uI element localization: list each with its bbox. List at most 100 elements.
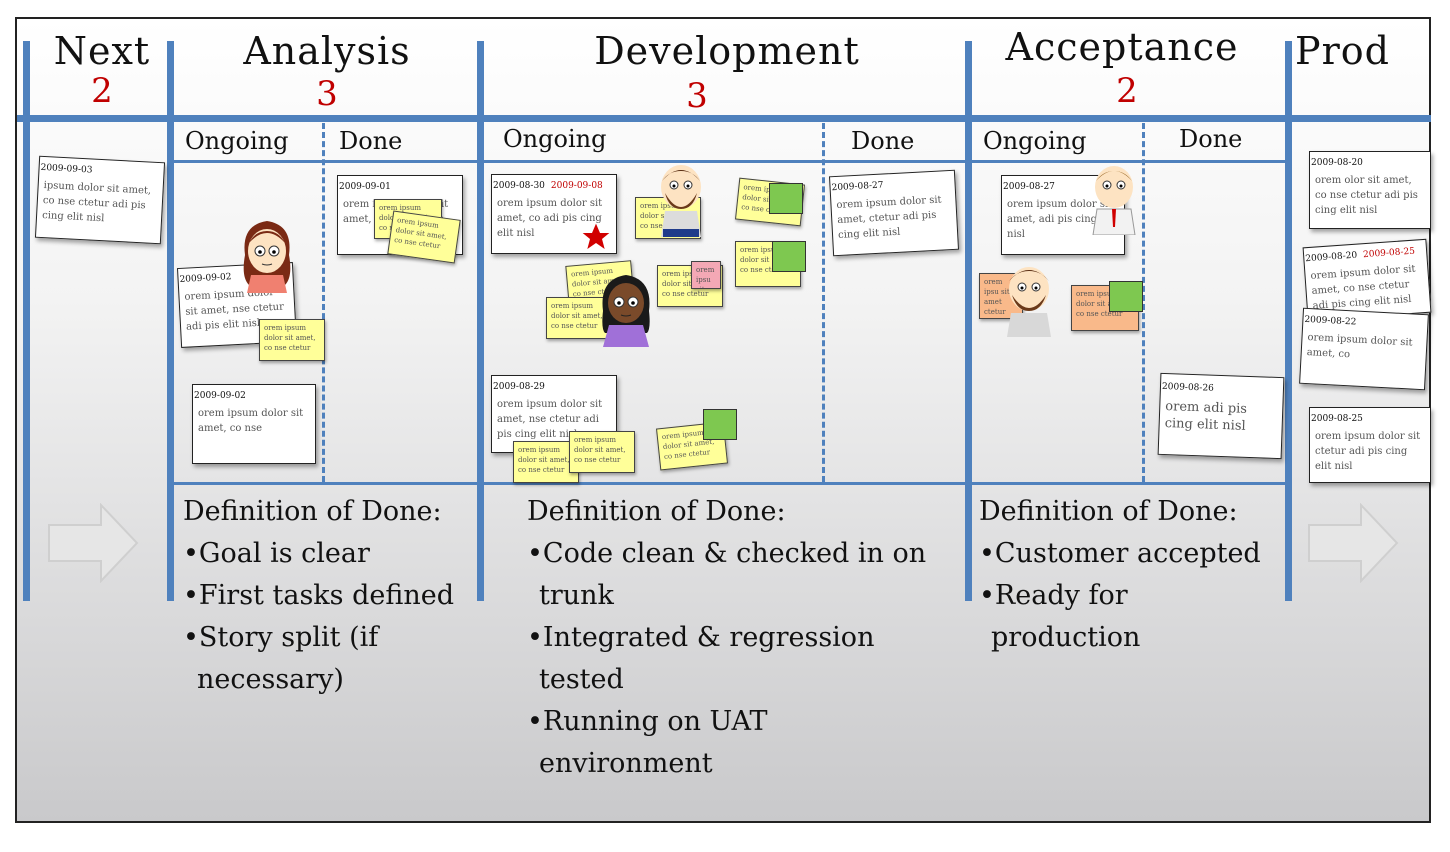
card-text: orem ipsum dolor sit amet, co nse <box>198 408 304 434</box>
dod-title: Definition of Done: <box>979 496 1238 527</box>
team-member-avatar <box>602 275 650 347</box>
dod-line-acc <box>971 482 1285 485</box>
story-card[interactable]: 2009-08-26 orem adi pis cing elit nisl <box>1157 372 1285 460</box>
dod-item: trunk <box>539 580 614 611</box>
wip-limit-analysis: 3 <box>316 74 338 114</box>
card-text: orem adi pis cing elit nisl <box>1164 399 1248 434</box>
dod-line-dev <box>483 482 965 485</box>
wip-limit-next: 2 <box>91 71 113 111</box>
arrow-right-icon <box>1308 503 1399 583</box>
story-card[interactable]: 2009-09-03 ipsum dolor sit amet, co nse … <box>34 155 166 245</box>
dod-item: •Running on UAT <box>527 706 768 737</box>
done-marker <box>772 241 806 272</box>
team-member-avatar <box>1092 166 1136 235</box>
card-text: orem ipsum dolor sit amet, nse ctetur ad… <box>497 399 603 440</box>
dod-item: production <box>991 622 1141 653</box>
card-date: 2009-08-25 <box>1311 414 1363 424</box>
card-text: orem ipsum dolor sit amet, co nse ctetur… <box>1310 263 1416 312</box>
card-text: orem ipsum dolor sit amet, co adi pis ci… <box>497 198 603 239</box>
task-note[interactable]: orem ipsum dolor sit amet, co nse ctetur <box>259 319 325 361</box>
dod-item: environment <box>539 748 713 779</box>
done-marker <box>703 409 737 440</box>
divider-dev-acc <box>965 41 972 601</box>
subcolumn-dev-done: Done <box>851 127 915 155</box>
team-member-avatar <box>243 221 291 293</box>
arrow-right-icon <box>48 503 139 583</box>
wip-limit-acceptance: 2 <box>1116 71 1138 111</box>
card-date: 2009-08-20 <box>1305 250 1358 265</box>
wip-limit-development: 3 <box>686 76 708 116</box>
task-note[interactable]: orem ipsum dolor sit amet, co nse ctetur <box>569 431 635 473</box>
story-card[interactable]: 2009-08-30 2009-09-08 orem ipsum dolor si… <box>491 174 617 254</box>
card-text: orem olor sit amet, co nse ctetur adi pi… <box>1315 175 1418 216</box>
task-note[interactable]: orem ipsu sit amet ctetur <box>691 261 721 289</box>
dod-item: tested <box>539 664 624 695</box>
dash-analysis <box>322 123 325 482</box>
subcolumn-dev-ongoing: Ongoing <box>503 125 607 153</box>
card-date: 2009-09-01 <box>339 182 391 192</box>
card-text: orem ipsum dolor sit amet, ctetur adi pi… <box>836 194 942 241</box>
definition-of-done-analysis: Definition of Done: •Goal is clear •Firs… <box>183 491 483 701</box>
story-card[interactable]: 2009-08-25 orem ipsum dolor sit ctetur a… <box>1309 407 1431 483</box>
card-date: 2009-08-27 <box>1003 182 1055 192</box>
card-text: orem ipsum dolor sit ctetur adi pis cing… <box>1315 431 1421 472</box>
dash-acc <box>1142 123 1145 482</box>
card-date: 2009-08-29 <box>493 382 545 392</box>
subheader-line-dev <box>483 160 965 163</box>
dod-item: •Ready for <box>979 580 1128 611</box>
card-date: 2009-09-02 <box>194 391 246 401</box>
dod-item: •Customer accepted <box>979 538 1261 569</box>
divider-acc-prod <box>1285 41 1292 601</box>
dod-item: •Integrated & regression <box>527 622 875 653</box>
subcolumn-analysis-ongoing: Ongoing <box>185 127 289 155</box>
card-due-date: 2009-09-08 <box>550 181 603 191</box>
card-date: 2009-09-03 <box>40 162 93 176</box>
column-title-acceptance: Acceptance <box>1005 25 1239 69</box>
dod-item: •Story split (if <box>183 622 379 653</box>
dod-item: •Code clean & checked in on <box>527 538 927 569</box>
dod-item: •Goal is clear <box>183 538 370 569</box>
subcolumn-acc-ongoing: Ongoing <box>983 127 1087 155</box>
column-title-analysis: Analysis <box>243 29 411 73</box>
definition-of-done-development: Definition of Done: •Code clean & checke… <box>527 491 957 785</box>
subheader-line-acc <box>971 160 1285 163</box>
story-card[interactable]: 2009-08-20 orem olor sit amet, co nse ct… <box>1309 151 1431 229</box>
dod-title: Definition of Done: <box>527 496 786 527</box>
divider-left <box>23 41 30 601</box>
subcolumn-acc-done: Done <box>1179 125 1243 153</box>
done-marker <box>1109 281 1143 312</box>
dash-dev <box>822 123 825 482</box>
team-member-avatar <box>661 165 701 237</box>
team-member-avatar <box>1007 267 1051 337</box>
column-title-prod: Prod <box>1295 29 1390 73</box>
card-date: 2009-08-22 <box>1304 314 1357 328</box>
card-text: orem ipsum dolor sit amet, adi pis cing … <box>1007 199 1117 240</box>
definition-of-done-acceptance: Definition of Done: •Customer accepted •… <box>979 491 1279 659</box>
card-date: 2009-08-27 <box>831 180 884 194</box>
done-marker <box>769 183 803 214</box>
story-card[interactable]: 2009-08-27 orem ipsum dolor sit amet, ct… <box>828 169 960 257</box>
star-icon <box>582 223 610 249</box>
story-card[interactable]: 2009-08-22 orem ipsum dolor sit amet, co <box>1299 307 1429 391</box>
card-date: 2009-08-26 <box>1161 381 1215 394</box>
card-text: ipsum dolor sit amet, co nse ctetur adi … <box>41 180 152 225</box>
task-note[interactable]: orem ipsum dolor sit amet, co nse ctetur <box>387 210 461 264</box>
header-line <box>17 115 1431 122</box>
divider-analysis-dev <box>477 41 484 601</box>
divider-next-analysis <box>167 41 174 601</box>
subcolumn-analysis-done: Done <box>339 127 403 155</box>
column-title-development: Development <box>594 29 860 73</box>
kanban-board: Next 2 Analysis 3 Development 3 Acceptan… <box>15 17 1432 823</box>
card-date: 2009-08-20 <box>1311 158 1363 168</box>
task-note[interactable]: orem ipsum dolor sit amet, co nse ctetur <box>546 297 612 339</box>
story-card[interactable]: 2009-09-02 orem ipsum dolor sit amet, co… <box>192 384 316 464</box>
card-text: orem ipsum dolor sit amet, co <box>1306 332 1413 361</box>
dod-item: necessary) <box>197 664 344 695</box>
task-note[interactable]: orem ipsum dolor sit amet, co nse ctetur <box>513 441 579 483</box>
dod-title: Definition of Done: <box>183 496 442 527</box>
column-title-next: Next <box>53 29 151 73</box>
card-due-date: 2009-08-25 <box>1362 246 1416 261</box>
card-date: 2009-09-02 <box>179 272 232 285</box>
dod-item: •First tasks defined <box>183 580 455 611</box>
card-date: 2009-08-30 <box>493 181 545 191</box>
